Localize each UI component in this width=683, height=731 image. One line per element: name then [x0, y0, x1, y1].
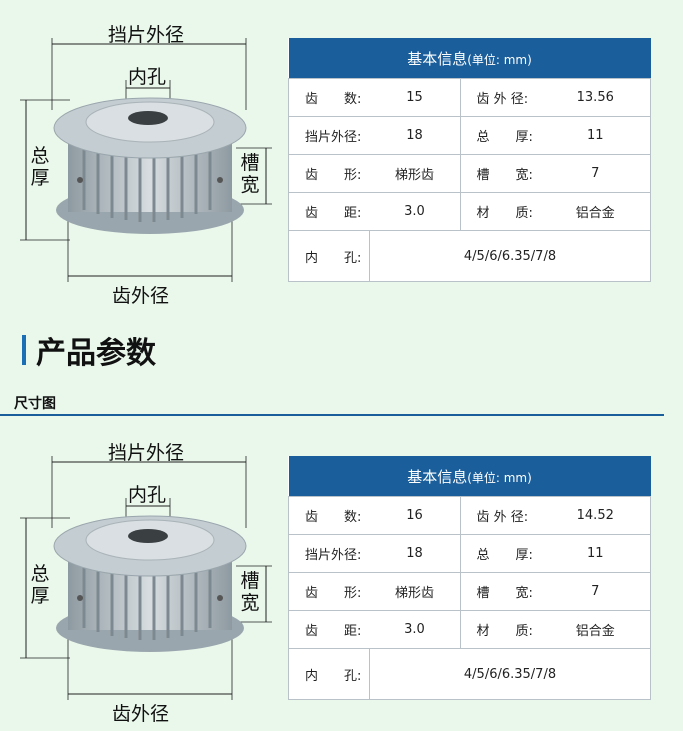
- title-accent-bar: [22, 335, 26, 365]
- spec-key: 齿 数:: [288, 496, 370, 535]
- flange-od-label: 挡片外径: [108, 24, 185, 46]
- table-row: 挡片外径: 18 总 厚: 11: [288, 534, 651, 573]
- bore-value: 4/5/6/6.35/7/8: [369, 230, 651, 282]
- table-header-title: 基本信息: [407, 467, 468, 486]
- spec-value: 11: [540, 534, 651, 573]
- groove-width-label: 槽宽: [240, 570, 260, 614]
- spec-table: 基本信息(单位: mm) 齿 数: 15 齿 外 径: 13.56 挡片外径: …: [288, 38, 651, 282]
- product-block-1: 挡片外径 内孔 总厚 槽宽 齿外径 基本信息(单位: mm) 齿 数: 15 齿…: [0, 0, 683, 307]
- sub-title: 尺寸图: [14, 396, 56, 412]
- spec-key: 材 质:: [459, 192, 541, 231]
- table-header: 基本信息(单位: mm): [288, 456, 651, 497]
- spec-value: 梯形齿: [369, 572, 461, 611]
- bore-key: 内 孔:: [288, 230, 370, 282]
- section-title: 产品参数: [22, 328, 156, 372]
- spec-value: 铝合金: [540, 610, 651, 649]
- spec-value: 13.56: [540, 78, 651, 117]
- spec-key: 齿 形:: [288, 154, 370, 193]
- bore-key: 内 孔:: [288, 648, 370, 700]
- table-row: 齿 形: 梯形齿 槽 宽: 7: [288, 572, 651, 611]
- table-row-bore: 内 孔: 4/5/6/6.35/7/8: [288, 230, 651, 282]
- spec-key: 齿 形:: [288, 572, 370, 611]
- spec-key: 齿 外 径:: [459, 78, 541, 117]
- spec-key: 槽 宽:: [459, 154, 541, 193]
- spec-key: 齿 数:: [288, 78, 370, 117]
- table-header-unit: (单位: mm): [467, 52, 532, 67]
- spec-value: 18: [369, 116, 461, 155]
- spec-key: 总 厚:: [459, 534, 541, 573]
- table-header: 基本信息(单位: mm): [288, 38, 651, 79]
- total-thickness-label: 总厚: [30, 563, 50, 607]
- bore-label: 内孔: [128, 66, 167, 88]
- pulley-drawing: [20, 38, 272, 282]
- spec-value: 3.0: [369, 192, 461, 231]
- spec-table: 基本信息(单位: mm) 齿 数: 16 齿 外 径: 14.52 挡片外径: …: [288, 456, 651, 700]
- flange-od-label: 挡片外径: [108, 442, 185, 464]
- divider: [0, 414, 664, 416]
- table-row: 齿 数: 15 齿 外 径: 13.56: [288, 78, 651, 117]
- product-block-2: 挡片外径 内孔 总厚 槽宽 齿外径 基本信息(单位: mm) 齿 数: 16 齿…: [0, 418, 683, 725]
- spec-key: 挡片外径:: [288, 116, 370, 155]
- spec-value: 16: [369, 496, 461, 535]
- total-thickness-label: 总厚: [30, 145, 50, 189]
- spec-value: 15: [369, 78, 461, 117]
- spec-value: 3.0: [369, 610, 461, 649]
- spec-key: 齿 距:: [288, 192, 370, 231]
- spec-key: 总 厚:: [459, 116, 541, 155]
- spec-key: 齿 外 径:: [459, 496, 541, 535]
- table-row: 齿 形: 梯形齿 槽 宽: 7: [288, 154, 651, 193]
- spec-value: 7: [540, 154, 651, 193]
- tooth-od-label: 齿外径: [112, 703, 170, 725]
- spec-key: 齿 距:: [288, 610, 370, 649]
- pulley-drawing: [20, 456, 272, 700]
- pulley-diagram: 挡片外径 内孔 总厚 槽宽 齿外径: [0, 418, 285, 725]
- table-header-title: 基本信息: [407, 49, 468, 68]
- spec-key: 槽 宽:: [459, 572, 541, 611]
- spec-value: 铝合金: [540, 192, 651, 231]
- bore-label: 内孔: [128, 484, 167, 506]
- spec-value: 梯形齿: [369, 154, 461, 193]
- spec-value: 14.52: [540, 496, 651, 535]
- table-row-bore: 内 孔: 4/5/6/6.35/7/8: [288, 648, 651, 700]
- table-header-unit: (单位: mm): [467, 470, 532, 485]
- section-title-text: 产品参数: [36, 336, 156, 371]
- spec-value: 11: [540, 116, 651, 155]
- table-row: 齿 数: 16 齿 外 径: 14.52: [288, 496, 651, 535]
- groove-width-label: 槽宽: [240, 152, 260, 196]
- table-row: 挡片外径: 18 总 厚: 11: [288, 116, 651, 155]
- tooth-od-label: 齿外径: [112, 285, 170, 307]
- spec-value: 18: [369, 534, 461, 573]
- bore-value: 4/5/6/6.35/7/8: [369, 648, 651, 700]
- table-row: 齿 距: 3.0 材 质: 铝合金: [288, 610, 651, 649]
- table-row: 齿 距: 3.0 材 质: 铝合金: [288, 192, 651, 231]
- spec-key: 挡片外径:: [288, 534, 370, 573]
- spec-key: 材 质:: [459, 610, 541, 649]
- spec-value: 7: [540, 572, 651, 611]
- pulley-diagram: 挡片外径 内孔 总厚 槽宽 齿外径: [0, 0, 285, 307]
